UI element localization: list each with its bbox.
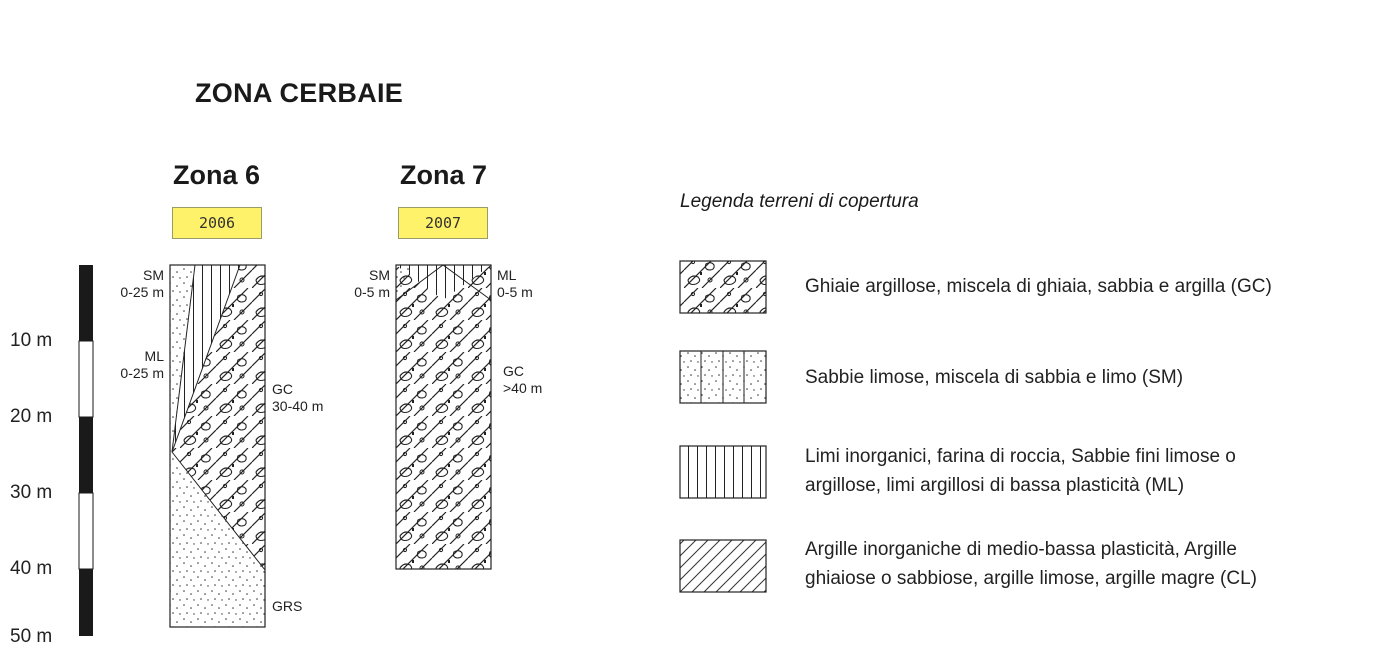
zona6-gc-range: 30-40 m bbox=[272, 398, 324, 414]
legend-swatch-gc bbox=[679, 260, 767, 314]
depth-scale-bar bbox=[78, 265, 94, 636]
zona7-year-badge: 2007 bbox=[398, 207, 488, 239]
legend-item-gc-text: Ghiaie argillose, miscela di ghiaia, sab… bbox=[805, 276, 1272, 297]
zona6-grs-label: GRS bbox=[272, 598, 303, 614]
zona6-sm-range: 0-25 m bbox=[120, 284, 164, 300]
legend-item-ml-text-2: argillose, limi argillosi di bassa plast… bbox=[805, 475, 1185, 496]
page-title: ZONA CERBAIE bbox=[195, 78, 404, 108]
zona7-ml-layer bbox=[396, 265, 491, 300]
zona7-gc-range: >40 m bbox=[503, 380, 543, 396]
depth-tick-30m: 30 m bbox=[10, 482, 53, 503]
zona7-title: Zona 7 bbox=[400, 160, 488, 190]
zona7-column bbox=[395, 264, 492, 570]
depth-tick-20m: 20 m bbox=[10, 406, 53, 427]
legend-item-cl: Argille inorganiche di medio-bassa plast… bbox=[805, 535, 1365, 593]
zona7-gc-label: GC bbox=[503, 363, 524, 379]
zona7-sm-range: 0-5 m bbox=[354, 284, 390, 300]
zona7-ml-range: 0-5 m bbox=[497, 284, 533, 300]
depth-tick-40m: 40 m bbox=[10, 558, 53, 579]
legend-item-ml-text-1: Limi inorganici, farina di roccia, Sabbi… bbox=[805, 446, 1236, 467]
zona6-column bbox=[169, 264, 266, 628]
legend-item-sm: Sabbie limose, miscela di sabbia e limo … bbox=[805, 363, 1365, 392]
legend-item-ml: Limi inorganici, farina di roccia, Sabbi… bbox=[805, 442, 1365, 500]
zona6-sm-label: SM bbox=[143, 267, 164, 283]
legend-item-cl-text-1: Argille inorganiche di medio-bassa plast… bbox=[805, 539, 1237, 560]
zona7-ml-label: ML bbox=[497, 267, 517, 283]
zona7-gc-layer bbox=[396, 265, 491, 569]
legend-title: Legenda terreni di copertura bbox=[680, 191, 919, 212]
depth-tick-50m: 50 m bbox=[10, 626, 53, 647]
legend-swatch-ml bbox=[679, 445, 767, 499]
zona6-title: Zona 6 bbox=[173, 160, 261, 190]
zona6-year-badge: 2006 bbox=[172, 207, 262, 239]
legend-item-sm-text: Sabbie limose, miscela di sabbia e limo … bbox=[805, 367, 1184, 388]
legend-swatch-sm bbox=[679, 350, 767, 404]
legend-item-cl-text-2: ghiaiose o sabbiose, argille limose, arg… bbox=[805, 568, 1257, 589]
legend-item-gc: Ghiaie argillose, miscela di ghiaia, sab… bbox=[805, 272, 1365, 301]
depth-tick-10m: 10 m bbox=[10, 330, 53, 351]
zona7-sm-layer bbox=[396, 265, 415, 294]
zona6-gc-layer bbox=[172, 265, 265, 570]
zona6-ml-label: ML bbox=[144, 348, 164, 364]
legend-swatch-cl bbox=[679, 539, 767, 593]
zona6-grs-layer bbox=[170, 452, 265, 627]
zona6-gc-label: GC bbox=[272, 381, 293, 397]
zona6-ml-range: 0-25 m bbox=[120, 365, 164, 381]
zona7-sm-label: SM bbox=[369, 267, 390, 283]
